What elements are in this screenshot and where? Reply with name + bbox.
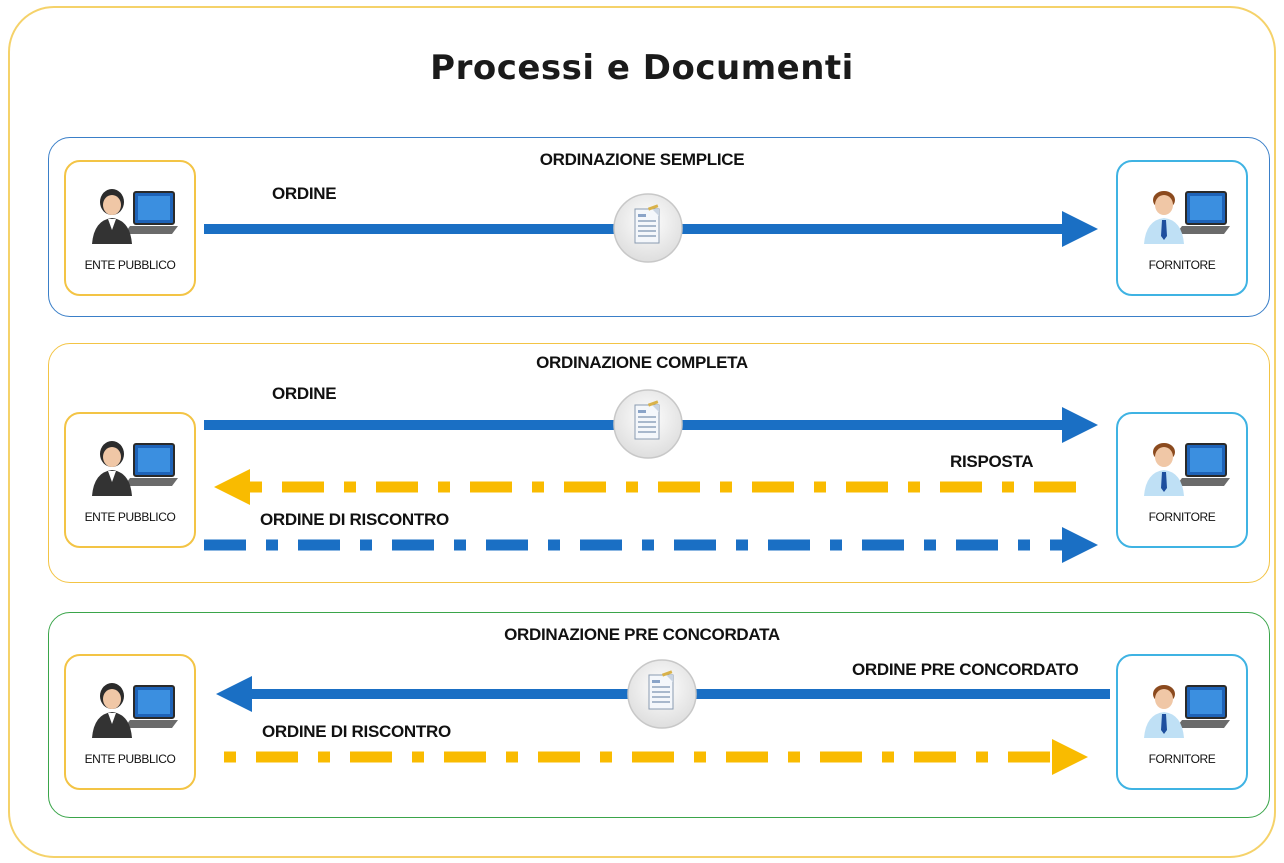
panel-title-semplice: ORDINAZIONE SEMPLICE (539, 150, 745, 169)
arrow-ordine-di-riscontro-completa (204, 527, 1098, 563)
panel-ordinazione-pre-concordata (48, 612, 1270, 818)
woman-at-laptop-icon (92, 683, 178, 738)
actor-label: ENTE PUBBLICO (84, 510, 176, 524)
panel-title-completa: ORDINAZIONE COMPLETA (536, 353, 748, 372)
diagram-title: Processi e Documenti (430, 48, 854, 88)
woman-at-laptop-icon (92, 441, 178, 496)
flow-label-ordine-di-riscontro: ORDINE DI RISCONTRO (260, 510, 449, 529)
actor-label: ENTE PUBBLICO (84, 258, 176, 272)
actor-label: ENTE PUBBLICO (84, 752, 176, 766)
outer-frame (8, 6, 1276, 858)
flow-label-risposta: RISPOSTA (950, 452, 1034, 471)
man-at-laptop-icon (1144, 443, 1230, 496)
actor-fornitore: FORNITORE (1116, 160, 1248, 296)
document-icon (612, 192, 684, 264)
actor-ente-pubblico: ENTE PUBBLICO (64, 654, 196, 790)
arrow-ordine-di-riscontro-pre (224, 739, 1088, 775)
panel-ordinazione-completa (48, 343, 1270, 583)
actor-label: FORNITORE (1148, 258, 1216, 272)
panel-ordinazione-semplice (48, 137, 1270, 317)
woman-at-laptop-icon (92, 189, 178, 244)
actor-label: FORNITORE (1148, 752, 1216, 766)
panel-title-pre-concordata: ORDINAZIONE PRE CONCORDATA (504, 625, 780, 644)
actor-fornitore: FORNITORE (1116, 654, 1248, 790)
actor-ente-pubblico: ENTE PUBBLICO (64, 412, 196, 548)
actor-label: FORNITORE (1148, 510, 1216, 524)
man-at-laptop-icon (1144, 191, 1230, 244)
document-icon (626, 658, 698, 730)
actor-fornitore: FORNITORE (1116, 412, 1248, 548)
arrow-risposta (214, 469, 1076, 505)
actor-ente-pubblico: ENTE PUBBLICO (64, 160, 196, 296)
flow-label-ordine-di-riscontro: ORDINE DI RISCONTRO (262, 722, 451, 741)
man-at-laptop-icon (1144, 685, 1230, 738)
flow-label-ordine: ORDINE (272, 384, 337, 403)
document-icon (612, 388, 684, 460)
flow-label-ordine-pre-concordato: ORDINE PRE CONCORDATO (852, 660, 1079, 679)
flow-label-ordine: ORDINE (272, 184, 337, 203)
